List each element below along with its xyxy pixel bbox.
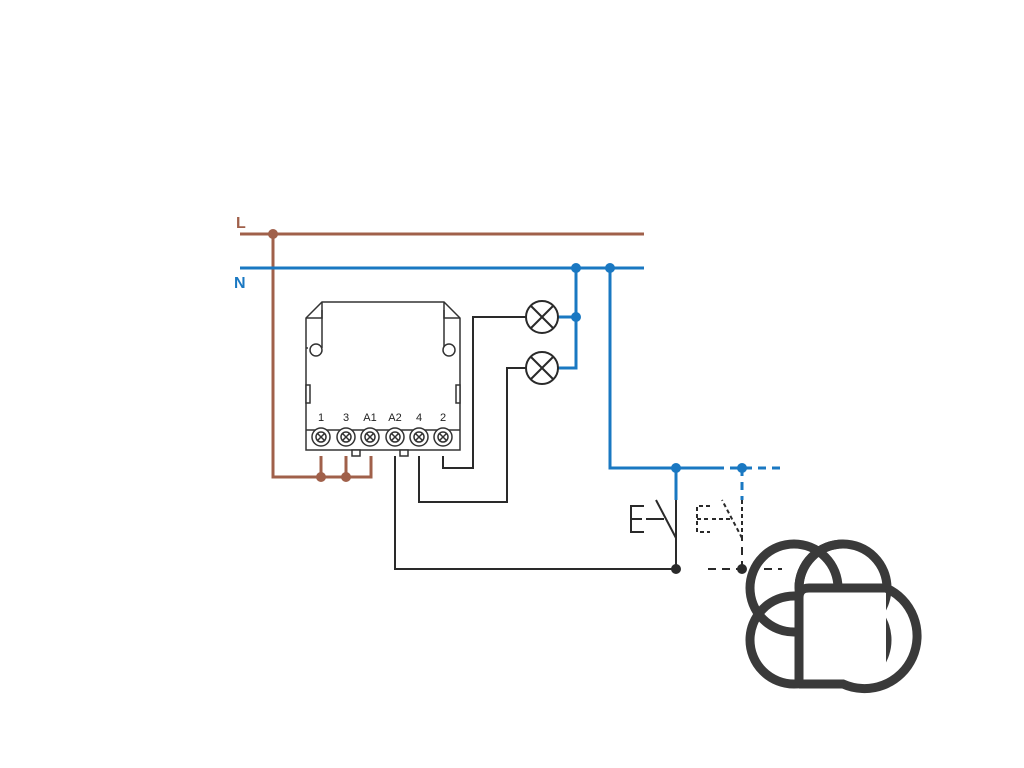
lamp-icon (525, 351, 559, 385)
load-wire-junctions (671, 564, 747, 574)
terminal-label-a1: A1 (363, 412, 376, 424)
line-n-dashed (716, 466, 782, 500)
terminal-a1 (360, 427, 380, 447)
relay-module (305, 301, 461, 457)
terminal-label-a2: A2 (388, 412, 401, 424)
terminal-3 (336, 427, 356, 447)
brand-logo-icon (745, 539, 922, 694)
terminal-a2 (385, 427, 405, 447)
terminal-2 (433, 427, 453, 447)
line-l-junctions (268, 229, 351, 482)
load-wires (394, 316, 677, 570)
terminal-screws (311, 427, 453, 447)
label-line-l: L (236, 215, 246, 232)
pushbutton-icon (630, 499, 677, 539)
load-wires-dashed (708, 538, 782, 570)
terminal-label-3: 3 (343, 412, 349, 424)
terminal-label-1: 1 (318, 412, 324, 424)
terminal-label-4: 4 (416, 412, 422, 424)
pushbutton-icon (696, 499, 743, 539)
terminal-4 (409, 427, 429, 447)
terminal-1 (311, 427, 331, 447)
lamp-icon (525, 300, 559, 334)
label-line-n: N (234, 275, 246, 292)
line-n-junctions (571, 263, 747, 473)
terminal-label-2: 2 (440, 412, 446, 424)
